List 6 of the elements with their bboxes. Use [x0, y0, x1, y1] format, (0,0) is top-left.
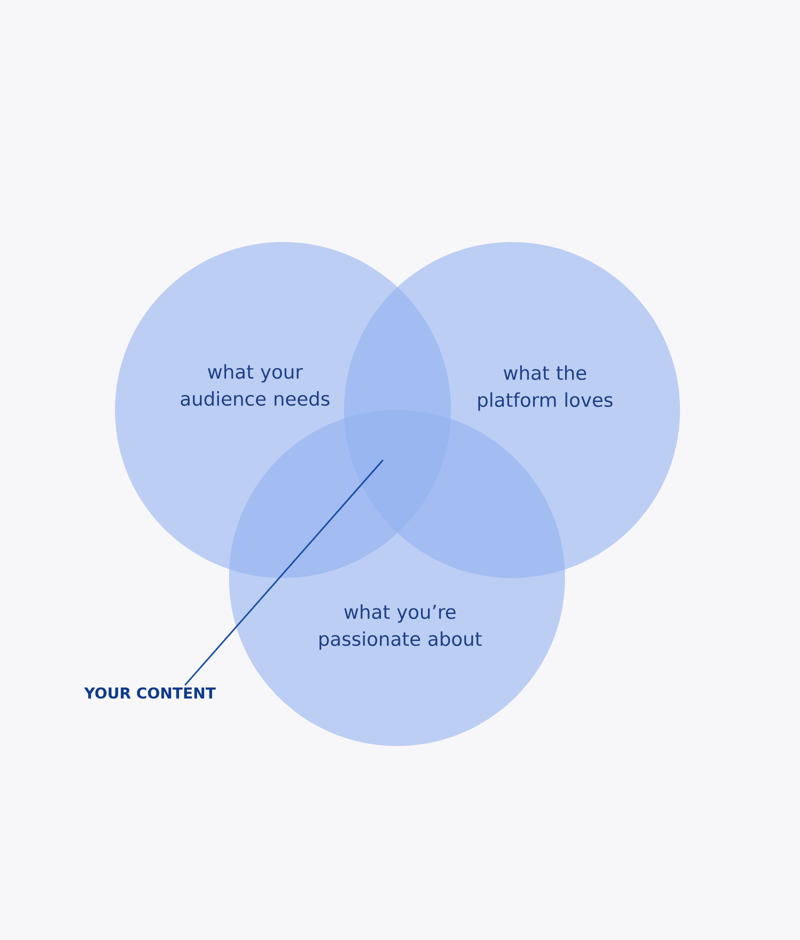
- circle-label: what you’re passionate about: [320, 604, 482, 650]
- venn-circle: [229, 410, 565, 746]
- leader-line: [184, 459, 384, 686]
- circle-label: what your audience needs: [180, 364, 330, 406]
- callout-label: YOUR CONTENT: [84, 687, 216, 699]
- circle-label: what the platform loves: [478, 365, 612, 411]
